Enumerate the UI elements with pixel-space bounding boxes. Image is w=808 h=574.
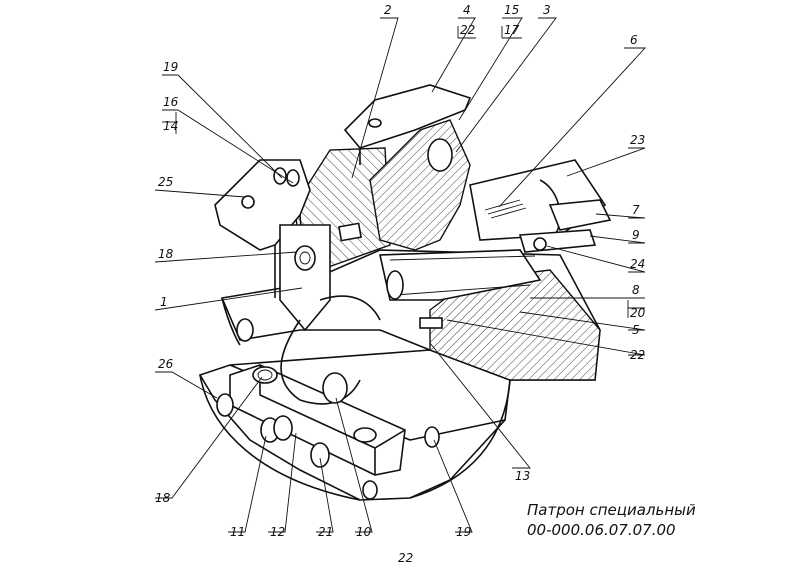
callout-13: 13 [515, 469, 530, 483]
callout-20: 20 [630, 306, 646, 320]
callout-22-top: 22 [460, 23, 475, 37]
callout-2: 2 [384, 3, 392, 17]
callout-24: 24 [630, 257, 645, 271]
callout-11: 11 [230, 525, 245, 539]
title-block: Патрон специальный 00-000.06.07.07.00 22 [398, 501, 696, 565]
callout-25: 25 [158, 175, 173, 189]
callout-19-bottom: 19 [456, 525, 471, 539]
leader-lines [154, 17, 647, 533]
callout-26: 26 [158, 357, 174, 371]
callout-6: 6 [630, 33, 638, 47]
callout-18-top: 18 [158, 247, 174, 261]
callout-17: 17 [504, 23, 520, 37]
chuck-body [198, 84, 612, 501]
page-number: 22 [398, 551, 413, 565]
callout-22-right: 22 [630, 348, 645, 362]
callout-18-bottom: 18 [155, 491, 171, 505]
callout-7: 7 [632, 203, 640, 217]
callout-8: 8 [632, 283, 640, 297]
callout-15: 15 [504, 3, 519, 17]
callout-21: 21 [318, 525, 333, 539]
callout-12: 12 [270, 525, 285, 539]
callout-9: 9 [632, 228, 640, 242]
callout-4: 4 [463, 3, 471, 17]
fasteners [216, 118, 547, 500]
callout-3: 3 [543, 3, 551, 17]
callout-19-top: 19 [163, 60, 178, 74]
callout-10: 10 [356, 525, 372, 539]
callout-1: 1 [160, 295, 168, 309]
callout-14: 14 [163, 119, 178, 133]
callout-23: 23 [630, 133, 645, 147]
callout-16: 16 [163, 95, 179, 109]
callout-5: 5 [632, 323, 640, 337]
drawing-title: Патрон специальный [527, 501, 696, 519]
callout-labels: 2 4 22 15 17 3 6 19 16 14 25 23 7 9 24 1… [155, 3, 646, 539]
drawing-code: 00-000.06.07.07.00 [527, 521, 676, 539]
